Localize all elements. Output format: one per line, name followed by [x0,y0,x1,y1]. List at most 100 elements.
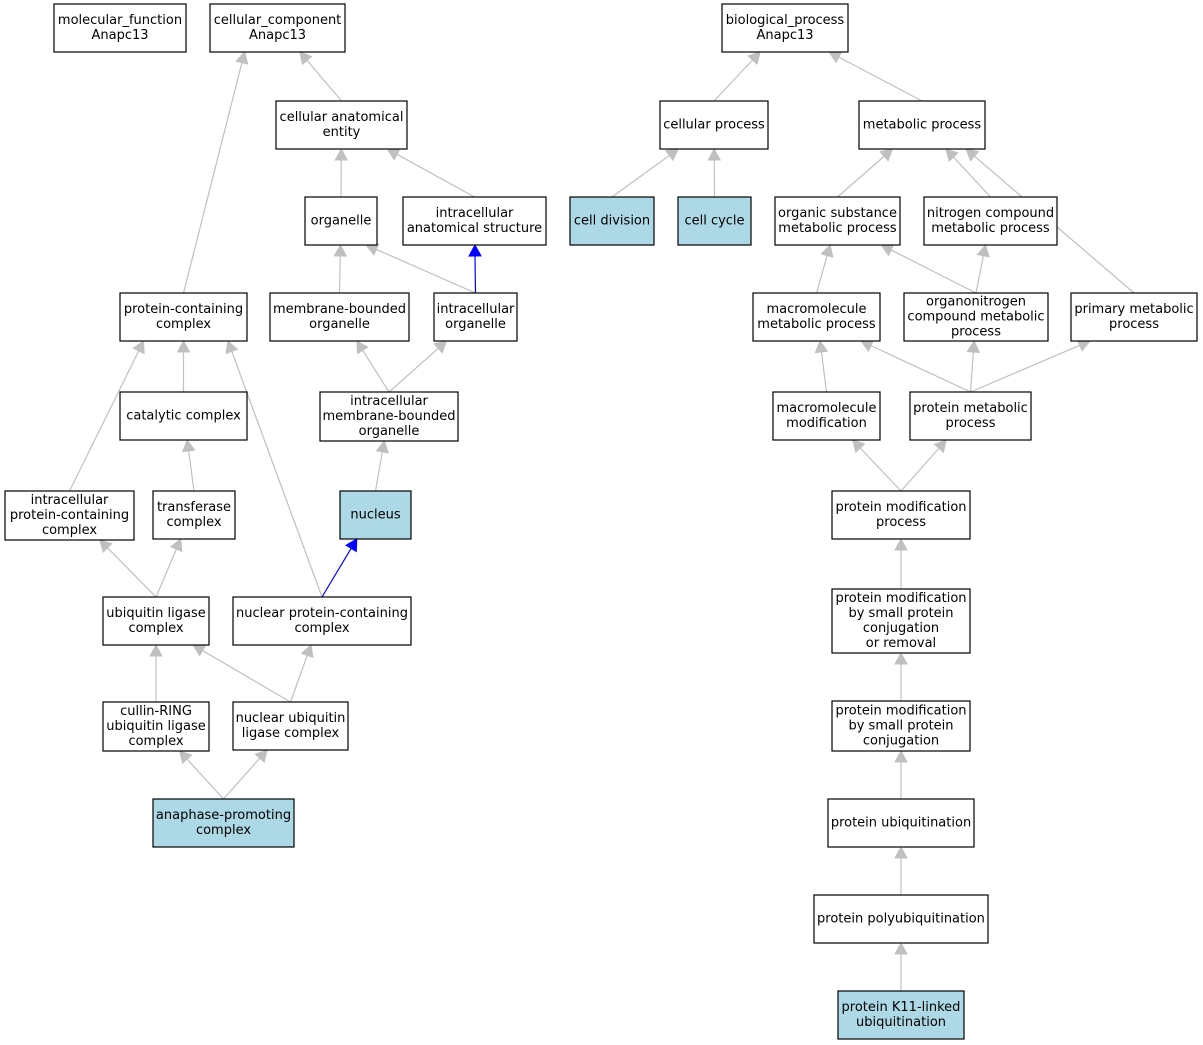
edge-arrowhead [181,438,196,453]
edge-line [815,255,828,294]
term-label-line: protein modification [835,500,966,515]
term-box [858,100,986,150]
edge-is_a-intracellular_organelle-to-organelle [365,243,476,294]
edge-is_a-nuclear_ubiquitin_ligase_complex-to-ubiquitin_ligase_complex [192,644,291,703]
term-label-line: metabolic process [757,317,876,332]
term-box [909,391,1032,441]
term-node-nucleus: nucleus [339,490,412,540]
term-label-line: protein-containing [124,302,243,317]
edge-line [474,255,477,294]
term-label-line: protein modification [835,704,966,719]
edge-is_a-intracellular_membrane_bounded_organelle-to-intracellular_organelle [388,340,448,393]
edge-line [859,447,902,492]
edge-line [223,757,261,800]
term-box [752,292,881,342]
term-label-line: primary metabolic [1074,302,1193,317]
edge-is_a-protein_mod_small_conj-to-protein_mod_small_conj_or_removal [894,651,908,701]
edge-is_a-intracellular_membrane_bounded_organelle-to-membrane_bounded_organelle [356,340,390,393]
edge-arrowhead [665,148,680,162]
term-label-line: ubiquitination [856,1015,946,1030]
edge-line [820,351,828,393]
term-box [772,391,881,441]
edge-line [362,349,390,393]
edge-is_a-cell_division-to-cellular_process [611,148,680,198]
edge-arrowhead [178,750,193,765]
edge-is_a-cellular_anatomical_entity-to-cellular_component [299,51,342,102]
edge-arrowhead [225,340,239,355]
term-label-line: ubiquitin ligase [106,606,206,621]
term-label-line: nitrogen compound [927,206,1054,221]
edge-is_a-organonitrogen_compound_metabolic_process-to-nitrogen_compound_metabolic_process [975,243,990,294]
term-label-line: protein modification [835,591,966,606]
edge-line [975,255,984,294]
term-node-catalytic_complex: catalytic complex [119,391,248,441]
term-node-cellular_process: cellular process [659,100,769,150]
term-label-line: Anapc13 [249,28,306,43]
edge-is_a-nucleus-to-intracellular_membrane_bounded_organelle [374,439,390,492]
edge-line [231,351,323,598]
term-label-line: process [951,325,1001,340]
edge-arrowhead [99,539,113,553]
term-label-line: protein K11-linked [842,1000,961,1015]
edge-arrowhead [132,340,145,355]
edge-is_a-protein_metabolic_process-to-organonitrogen_compound_metabolic_process [966,339,981,393]
edge-line [388,347,439,393]
edge-line [953,156,991,198]
term-label-line: cellular_component [214,13,342,28]
edge-arrowhead [468,243,482,257]
term-node-protein_ubiquitination: protein ubiquitination [827,798,975,848]
term-label-line: nuclear ubiquitin [236,711,346,726]
term-box [102,596,210,646]
edge-arrowhead [433,340,448,354]
term-label-line: nuclear protein-containing [236,606,408,621]
term-node-protein_polyubiquitination: protein polyubiquitination [813,894,989,944]
term-label-line: protein-containing [10,508,129,523]
edge-arrowhead [966,339,981,353]
edge-arrowhead [299,51,313,66]
term-label-line: organelle [311,214,372,229]
edge-line [838,56,923,102]
term-label-line: complex [128,621,183,636]
edge-is_a-membrane_bounded_organelle-to-organelle [333,243,348,294]
edge-line [374,451,383,492]
term-box [119,292,248,342]
edge-line [107,547,157,598]
edge-is_a-organelle-to-cellular_anatomical_entity [334,147,349,198]
edge-line [202,650,291,703]
term-label-line: molecular_function [58,13,182,28]
edge-line [890,249,977,294]
edge-line [188,450,195,492]
edge-arrowhead [300,644,314,659]
edge-arrowhead [879,148,894,162]
edge-is_a-nuclear_protein_containing_complex-to-protein_containing_complex [225,340,323,598]
edge-is_a-metabolic_process-to-biological_process [828,51,923,102]
term-box [4,490,135,541]
term-label-line: complex [156,317,211,332]
edge-is_a-organic_substance_metabolic_process-to-metabolic_process [837,148,894,198]
edge-line [837,155,885,198]
term-label-line: conjugation [863,734,939,749]
term-label-line: entity [323,125,361,140]
term-label-line: cellular process [663,118,765,133]
edge-line [321,548,352,598]
edge-arrowhead [894,845,908,859]
edge-is_a-macromolecule_metabolic_process-to-organic_substance_metabolic_process [815,243,834,294]
edge-is_a-protein_ubiquitination-to-protein_mod_small_conj [894,749,908,799]
term-label-line: anatomical structure [407,221,542,236]
term-label-line: ubiquitin ligase [106,719,206,734]
